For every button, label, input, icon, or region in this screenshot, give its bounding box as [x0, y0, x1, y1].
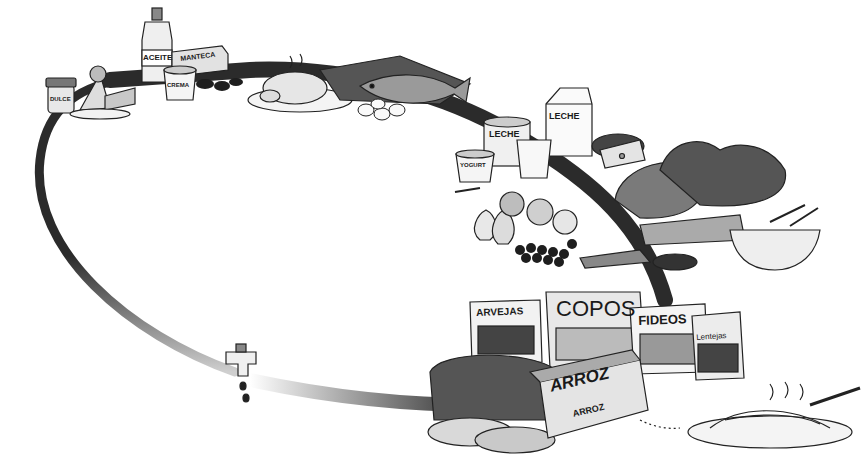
chicken-plate	[260, 90, 280, 102]
pasta-plate	[710, 411, 830, 428]
meat-fish	[320, 56, 470, 104]
olives	[196, 78, 243, 91]
sweets	[105, 88, 135, 110]
fruits	[553, 210, 577, 234]
cup-label: CREMA	[167, 82, 189, 88]
sweets	[90, 66, 106, 82]
grapes	[543, 255, 553, 265]
sweets	[46, 78, 76, 87]
grapes	[526, 243, 536, 253]
package-label: ARVEJAS	[476, 306, 523, 318]
eggs	[374, 108, 390, 120]
noodles-bag	[640, 334, 698, 364]
bread	[475, 427, 555, 453]
cream-cup	[164, 66, 196, 100]
chicken-plate	[290, 54, 302, 68]
carton-label: LECHE	[549, 112, 580, 121]
package-label: COPOS	[556, 298, 635, 320]
vegetables	[580, 142, 820, 270]
eggs	[358, 99, 405, 120]
yogurt-cup	[456, 150, 494, 158]
vegetables	[660, 142, 786, 206]
lentils-bag	[692, 312, 744, 380]
grapes	[515, 239, 577, 267]
pasta-plate	[688, 382, 860, 448]
milk-carton	[546, 103, 592, 104]
fruits	[474, 192, 577, 244]
guide-band	[39, 70, 665, 405]
grapes	[567, 239, 577, 249]
guide-band	[39, 82, 235, 372]
bottle-label: ACEITE	[143, 54, 172, 62]
grapes	[554, 257, 564, 267]
milk-carton	[546, 88, 592, 156]
fruits	[500, 192, 524, 216]
vegetables	[730, 230, 820, 270]
pasta-plate	[770, 382, 803, 400]
cheese	[620, 154, 625, 159]
rice-box	[640, 420, 680, 428]
meat-fish	[370, 84, 374, 88]
olives	[229, 78, 243, 86]
fruits	[527, 199, 553, 225]
sweets	[46, 66, 135, 119]
milk-can	[484, 117, 530, 127]
oil-bottle	[152, 8, 162, 20]
meat-fish	[320, 56, 470, 104]
yogurt-cup	[455, 150, 494, 192]
jar-label: DULCE	[50, 96, 71, 102]
vegetables	[653, 254, 697, 270]
bread	[430, 355, 556, 420]
pasta-plate	[810, 388, 860, 405]
faucet	[236, 344, 246, 352]
milk-glass	[517, 140, 551, 178]
peas-bag	[478, 326, 534, 354]
oil-bottle	[142, 50, 172, 66]
cheese	[600, 140, 645, 168]
can-label: LECHE	[489, 130, 520, 139]
sweets	[48, 85, 74, 113]
lentils-bag	[692, 312, 744, 380]
cup-label: YOGURT	[460, 162, 486, 168]
olives	[214, 81, 230, 91]
lentils-bag	[698, 344, 738, 372]
pasta-plate	[688, 416, 852, 448]
vegetables	[640, 215, 745, 245]
grapes	[532, 253, 542, 263]
vegetables	[770, 205, 818, 226]
sweets	[70, 109, 130, 119]
milk-glass	[517, 140, 551, 178]
cream-cup	[164, 66, 196, 74]
grapes	[515, 245, 525, 255]
vegetables	[580, 250, 650, 268]
faucet	[243, 394, 249, 402]
bread	[428, 355, 556, 453]
faucet	[226, 344, 256, 402]
peas-bag	[470, 300, 542, 364]
faucet	[226, 352, 256, 376]
olives	[196, 79, 214, 89]
package-label: FIDEOS	[638, 312, 687, 327]
guide-band	[110, 70, 665, 300]
yogurt-cup	[455, 188, 480, 192]
rice-box	[530, 350, 680, 438]
grapes	[521, 253, 531, 263]
eggs	[371, 99, 385, 109]
peas-bag	[470, 300, 542, 364]
faucet	[240, 382, 246, 390]
cheese	[592, 134, 645, 168]
milk-carton	[546, 88, 592, 156]
eggs	[389, 104, 405, 116]
